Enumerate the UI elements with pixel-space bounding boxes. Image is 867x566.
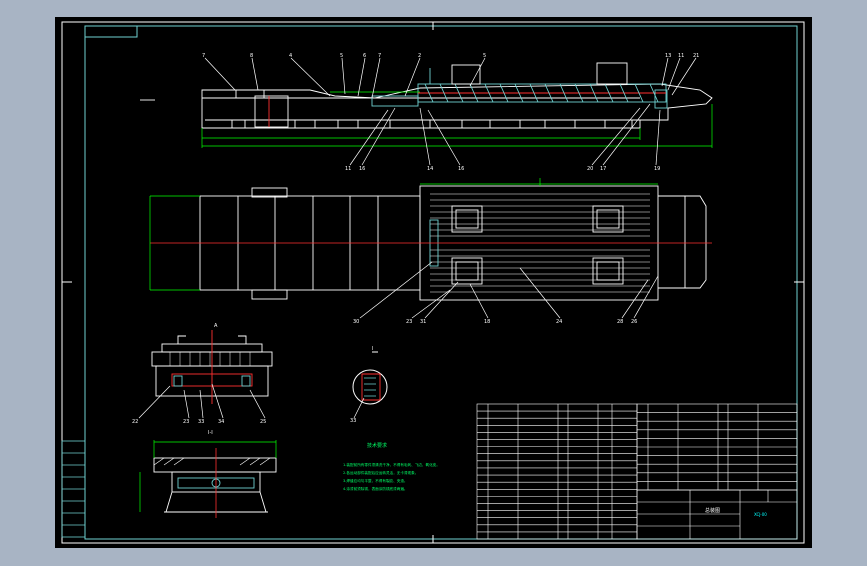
dimension-lines: [201, 91, 713, 148]
plan-view: [149, 178, 712, 301]
part-balloon: 31: [420, 319, 426, 325]
notes-line-4: 4.涂漆前须除锈，表面涂防锈底漆两遍。: [343, 486, 408, 491]
part-balloon: 17: [600, 166, 606, 172]
part-balloon: 24: [556, 319, 562, 325]
part-balloon: 4: [289, 53, 292, 59]
part-balloon: 5: [483, 53, 486, 59]
part-balloon: 6: [363, 53, 366, 59]
cross-section-view: [151, 330, 273, 404]
technical-notes: 技术要求 1.装配前所有零件须清洗干净，不得有毛刺、飞边、氧化皮。 2.各运动部…: [343, 442, 440, 491]
part-balloon: 26: [631, 319, 637, 325]
part-balloon: 25: [260, 419, 266, 425]
leader-lines-top: [204, 57, 697, 166]
notes-line-2: 2.各运动部件装配后应运转灵活，无卡滞现象。: [343, 470, 418, 475]
part-balloon: 11: [345, 166, 351, 172]
hydraulic-cylinder: [371, 83, 668, 109]
part-balloon: 2: [418, 53, 421, 59]
support-feet: [231, 120, 633, 128]
parts-list: [476, 403, 798, 540]
part-balloon: 18: [484, 319, 490, 325]
bottom-section-view: [139, 440, 277, 518]
part-balloon: 5: [340, 53, 343, 59]
part-balloon: 23: [183, 419, 189, 425]
part-balloon: 11: [678, 53, 684, 59]
notes-line-3: 3.焊缝应均匀平整，不得有裂纹、夹渣。: [343, 478, 408, 483]
detail-label: I: [372, 346, 373, 352]
plan-dimensions: [149, 178, 658, 291]
part-balloon: 7: [378, 53, 381, 59]
elevation-view: [140, 62, 713, 148]
part-balloon: 30: [353, 319, 359, 325]
drawing-paper: [55, 17, 812, 548]
part-balloon: 20: [587, 166, 593, 172]
part-balloon: 34: [218, 419, 224, 425]
detail-balloon: 33: [350, 418, 356, 424]
part-balloon: 33: [198, 419, 204, 425]
part-balloon: 14: [427, 166, 433, 172]
part-balloon: 19: [654, 166, 660, 172]
detail-view: [352, 351, 388, 419]
leader-lines-section: [138, 383, 266, 419]
part-balloon: 16: [458, 166, 464, 172]
part-balloon: 28: [617, 319, 623, 325]
part-balloon: 7: [202, 53, 205, 59]
section-label: A: [214, 323, 218, 329]
bottom-dimensions: [139, 440, 277, 512]
drawing-number-box: [84, 25, 138, 38]
part-balloon: 13: [665, 53, 671, 59]
notes-title: 技术要求: [367, 442, 387, 449]
part-balloon: 23: [406, 319, 412, 325]
bottom-view-label: I-I: [208, 430, 213, 436]
title-block-name: 总装图: [705, 507, 720, 514]
part-balloon: 8: [250, 53, 253, 59]
part-balloon: 22: [132, 419, 138, 425]
title-block-code: XCJ-00: [754, 512, 767, 517]
notes-line-1: 1.装配前所有零件须清洗干净，不得有毛刺、飞边、氧化皮。: [343, 462, 440, 467]
part-balloon: 16: [359, 166, 365, 172]
side-margin-table: [61, 440, 86, 538]
zone-ticks: [62, 22, 804, 543]
leader-lines-plan: [359, 261, 659, 319]
part-balloon: 21: [693, 53, 699, 59]
